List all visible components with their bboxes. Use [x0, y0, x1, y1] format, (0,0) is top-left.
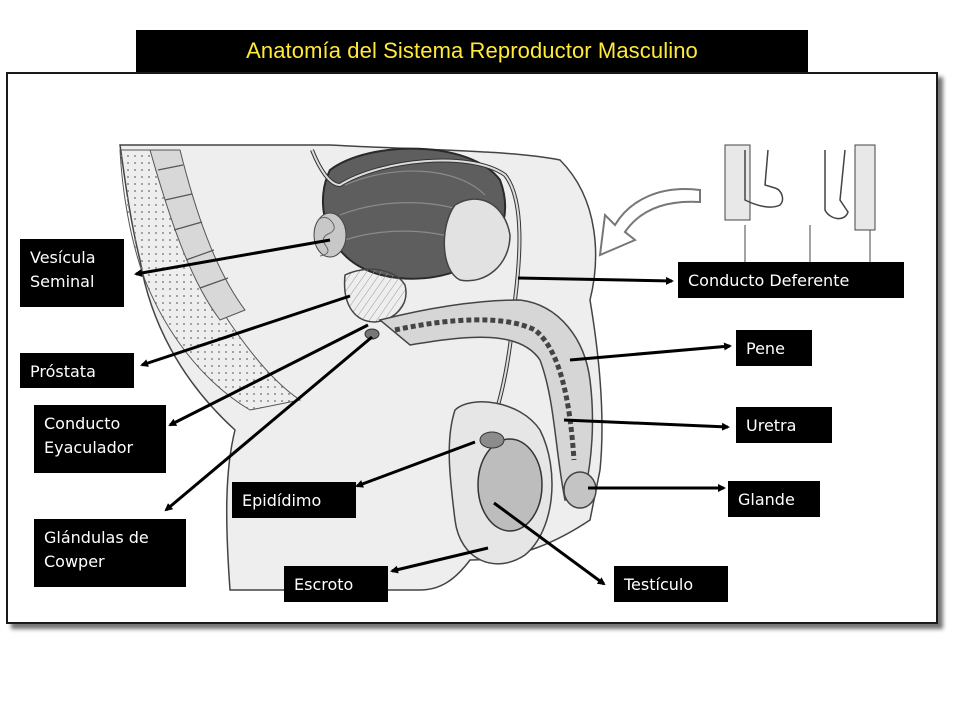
label-conducto-eyaculador: Conducto Eyaculador	[34, 405, 166, 473]
vas-deferens	[310, 149, 522, 441]
label-line: Vesícula	[30, 248, 96, 267]
label-testiculo: Testículo	[614, 566, 728, 602]
label-glandulas-cowper: Glándulas de Cowper	[34, 519, 186, 587]
orientation-inset	[598, 144, 876, 290]
label-pene: Pene	[736, 330, 812, 366]
arrow-prostata	[140, 294, 351, 367]
label-line: Glándulas de	[44, 528, 149, 547]
arrow-testiculo	[493, 501, 606, 586]
leader-arrows	[134, 238, 732, 586]
arrow-pene	[569, 342, 732, 362]
arrow-escroto	[390, 546, 489, 574]
cowper-gland	[364, 328, 380, 340]
arrow-conducto-eyaculador	[168, 323, 369, 427]
label-glande: Glande	[728, 481, 820, 517]
label-epididimo: Epidídimo	[232, 482, 356, 518]
prostate	[343, 268, 407, 323]
sacrum-vertebrae	[149, 149, 246, 321]
page-title: Anatomía del Sistema Reproductor Masculi…	[136, 30, 808, 72]
label-uretra: Uretra	[736, 407, 832, 443]
pubic-bone	[443, 198, 511, 282]
scrotum	[448, 401, 553, 565]
arrow-conducto-deferente	[517, 276, 674, 285]
label-conducto-deferente: Conducto Deferente	[678, 262, 904, 298]
penis	[378, 299, 597, 509]
label-line: Conducto	[44, 414, 121, 433]
seminal-vesicle	[313, 212, 347, 258]
label-escroto: Escroto	[284, 566, 388, 602]
label-line: Cowper	[44, 552, 105, 571]
arrow-glandulas-cowper	[164, 335, 373, 512]
label-line: Seminal	[30, 272, 95, 291]
arrow-vesicula-seminal	[134, 238, 331, 277]
label-line: Eyaculador	[44, 438, 134, 457]
arrow-epididimo	[355, 440, 476, 488]
label-vesicula-seminal: Vesícula Seminal	[20, 239, 124, 307]
arrow-uretra	[563, 418, 730, 431]
label-prostata: Próstata	[20, 353, 134, 388]
